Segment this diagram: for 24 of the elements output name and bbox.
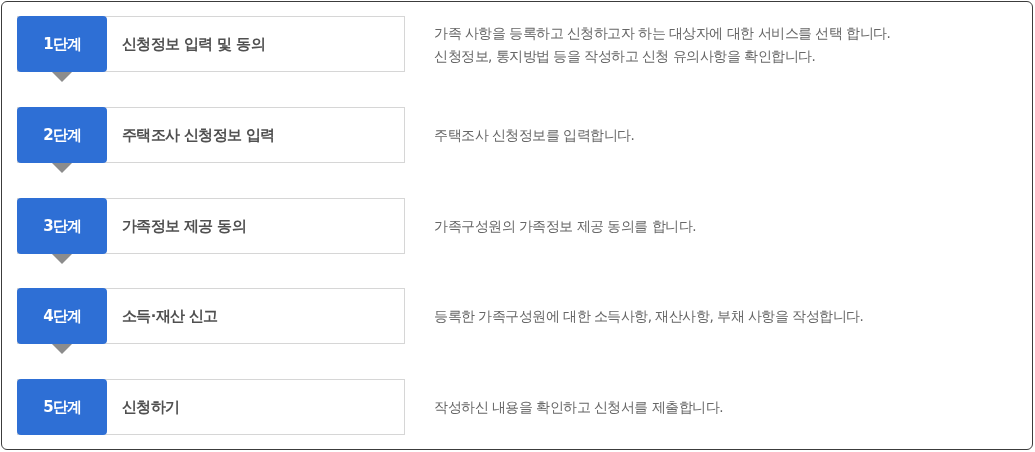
step-box — [17, 288, 405, 344]
step-box — [17, 379, 405, 435]
step-description: 가족 사항을 등록하고 신청하고자 하는 대상자에 대한 서비스를 선택 합니다. — [434, 23, 891, 42]
arrow — [52, 344, 72, 354]
step-box — [17, 16, 405, 72]
step-description: 등록한 가족구성원에 대한 소득사항, 재산사항, 부채 사항을 작성합니다. — [434, 307, 864, 325]
step-badge: 1단계 — [17, 16, 107, 72]
step-description: 주택조사 신청정보를 입력합니다. — [434, 126, 635, 144]
step-description: 가족구성원의 가족정보 제공 동의를 합니다. — [434, 217, 696, 235]
step-title: 주택조사 신청정보 입력 — [122, 125, 275, 145]
step-badge: 2단계 — [17, 107, 107, 163]
arrow — [52, 254, 72, 264]
step-badge: 4단계 — [17, 288, 107, 344]
step-title: 소득·재산 신고 — [122, 306, 218, 326]
step-box — [17, 198, 405, 254]
step-description: 신청정보, 통지방법 등을 작성하고 신청 유의사항을 확인합니다. — [434, 46, 816, 65]
step-badge: 3단계 — [17, 198, 107, 254]
step-title: 가족정보 제공 동의 — [122, 216, 247, 236]
step-title: 신청하기 — [122, 397, 180, 417]
step-box — [17, 107, 405, 163]
step-description: 작성하신 내용을 확인하고 신청서를 제출합니다. — [434, 398, 723, 416]
step-title: 신청정보 입력 및 동의 — [122, 34, 265, 54]
arrow — [52, 163, 72, 173]
step-badge: 5단계 — [17, 379, 107, 435]
